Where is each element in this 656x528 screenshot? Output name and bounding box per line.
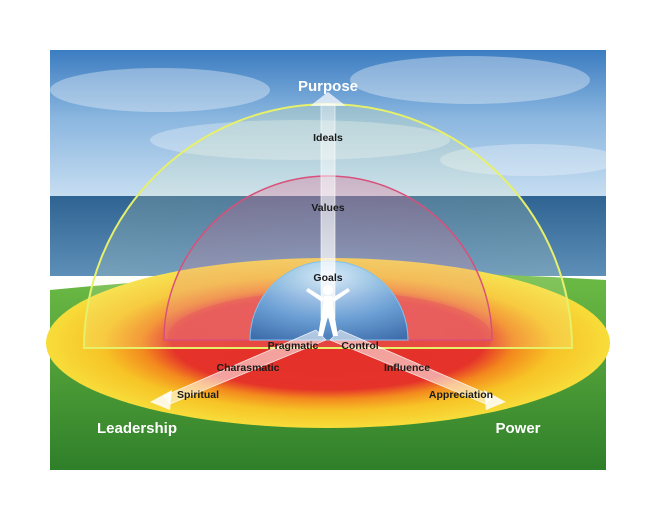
label-charasmatic: Charasmatic — [216, 362, 279, 374]
label-ideals: Ideals — [313, 132, 343, 144]
purpose-arrow — [310, 92, 346, 319]
leadership-arrow — [150, 329, 327, 410]
label-appreciation: Appreciation — [429, 389, 493, 401]
label-pragmatic: Pragmatic — [268, 340, 319, 352]
label-control: Control — [341, 340, 378, 352]
label-power: Power — [495, 420, 540, 437]
cloud — [50, 68, 270, 112]
label-values: Values — [311, 202, 344, 214]
label-leadership: Leadership — [97, 420, 177, 437]
label-purpose: Purpose — [298, 78, 358, 95]
power-arrow — [329, 329, 506, 410]
cloud — [350, 56, 590, 104]
person-icon — [306, 285, 350, 336]
label-goals: Goals — [313, 272, 342, 284]
label-spiritual: Spiritual — [177, 389, 219, 401]
label-influence: Influence — [384, 362, 430, 374]
